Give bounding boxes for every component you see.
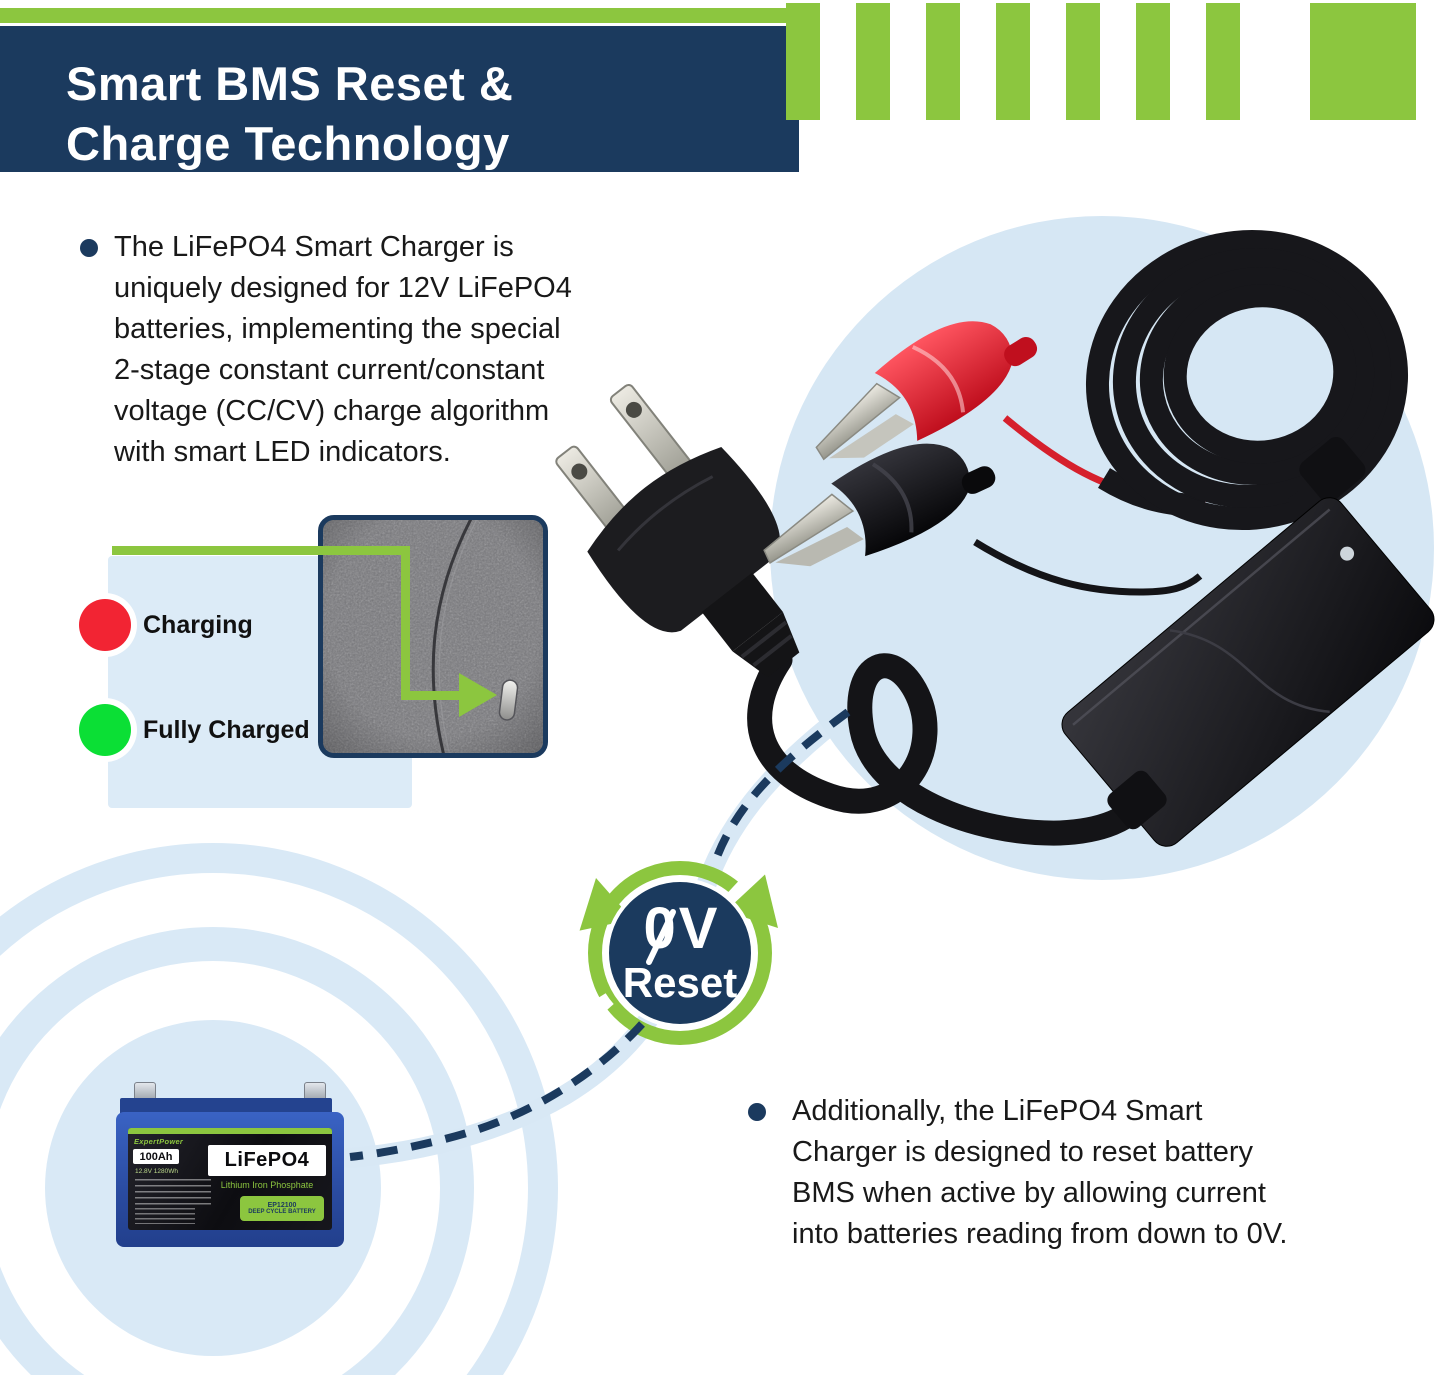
battery-model-badge: EP12100 DEEP CYCLE BATTERY bbox=[240, 1196, 324, 1221]
slashed-zero-mark bbox=[646, 909, 676, 965]
brick-led bbox=[1340, 546, 1355, 561]
callout-arrow-icon bbox=[459, 673, 497, 717]
bms-paragraph: Additionally, the LiFePO4 Smart Charger … bbox=[792, 1095, 1288, 1250]
callout-arrow-stem bbox=[401, 691, 463, 700]
charging-led-icon bbox=[79, 599, 131, 651]
page-title: Smart BMS Reset & Charge Technology bbox=[66, 57, 514, 170]
red-alligator-clip bbox=[815, 321, 1038, 461]
fully-charged-led-icon bbox=[79, 704, 131, 756]
cable-coil bbox=[1085, 229, 1409, 531]
battery-label: ExpertPower 100Ah 12.8V 1280Wh LiFePO4 L… bbox=[128, 1128, 332, 1230]
charging-label: Charging bbox=[143, 611, 253, 639]
top-green-strip bbox=[0, 8, 820, 23]
battery-capacity: 100Ah bbox=[133, 1149, 179, 1164]
battery-chemistry: LiFePO4 bbox=[208, 1145, 326, 1176]
battery-chemistry-full: Lithium Iron Phosphate bbox=[220, 1180, 314, 1190]
badge-label: Reset bbox=[623, 959, 737, 1006]
fully-charged-label: Fully Charged bbox=[143, 716, 310, 744]
bullet-icon bbox=[80, 239, 98, 257]
cord-strain-relief bbox=[1107, 770, 1167, 830]
battery-brand: ExpertPower bbox=[134, 1137, 184, 1146]
intro-paragraph: The LiFePO4 Smart Charger is uniquely de… bbox=[114, 231, 572, 468]
dc-inlet-barrel bbox=[1299, 436, 1366, 503]
battery-spec-finetext bbox=[135, 1208, 195, 1224]
lifepo4-battery: ExpertPower 100Ah 12.8V 1280Wh LiFePO4 L… bbox=[116, 1082, 344, 1247]
black-alligator-clip bbox=[763, 443, 996, 567]
callout-line bbox=[401, 546, 410, 700]
battery-rating: 12.8V 1280Wh bbox=[135, 1168, 179, 1175]
battery-spec-finetext bbox=[135, 1179, 211, 1205]
bullet-icon bbox=[748, 1103, 766, 1121]
title-banner: Smart BMS Reset & Charge Technology bbox=[0, 26, 799, 172]
callout-line bbox=[112, 546, 410, 555]
power-brick bbox=[1061, 497, 1435, 847]
led-closeup-photo bbox=[318, 515, 548, 758]
wall-plug bbox=[555, 383, 800, 678]
closeup-led-icon bbox=[498, 679, 519, 721]
green-bars-decoration bbox=[786, 3, 1416, 120]
black-clip-wire bbox=[973, 539, 1203, 596]
